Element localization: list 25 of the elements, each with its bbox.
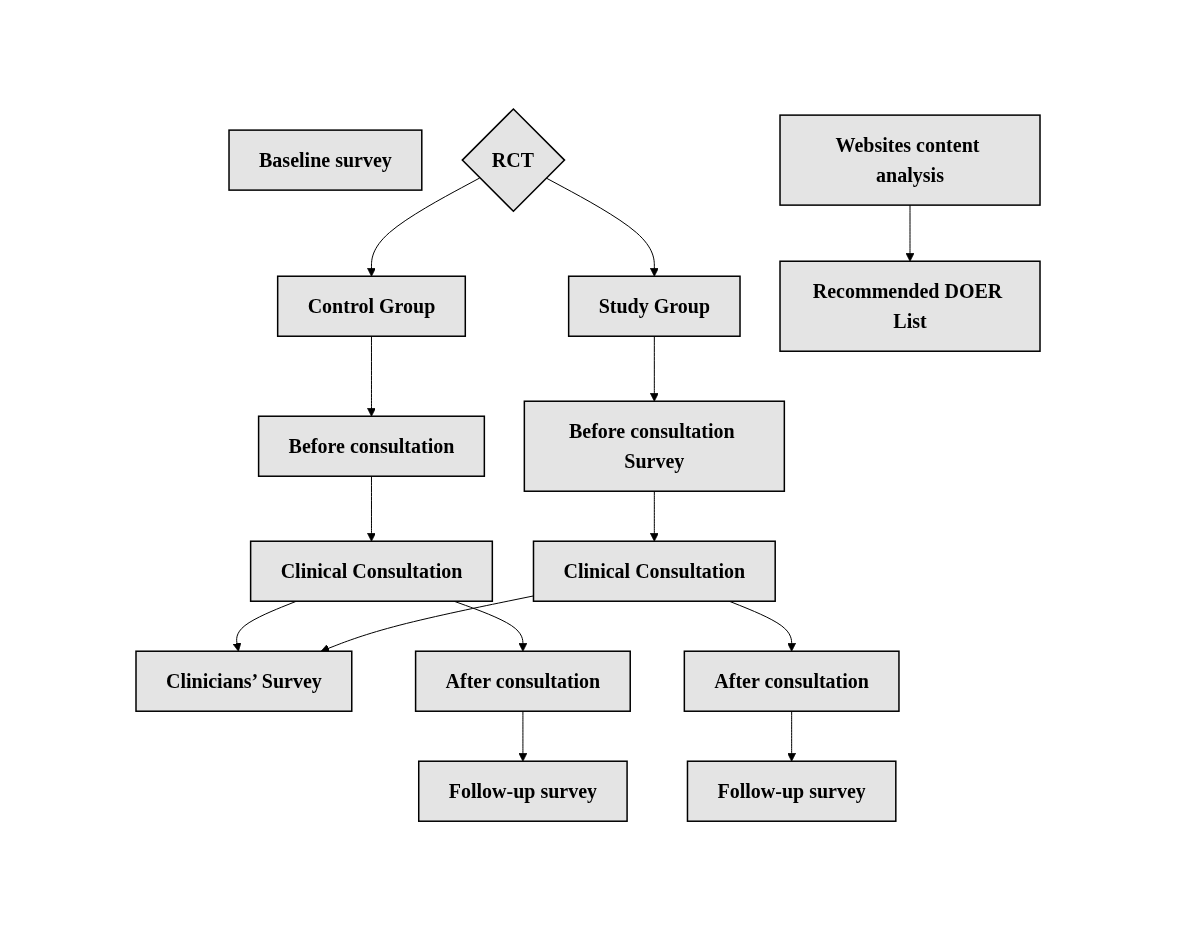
node-box: Follow-up survey [418, 760, 629, 822]
node-box: Websites content analysis [779, 114, 1042, 206]
node-box: Baseline survey [228, 129, 424, 191]
node-box: Before consultation Survey [524, 400, 786, 492]
arrow [367, 335, 377, 417]
node-box: Clinical Consultation [533, 540, 777, 602]
node-box: Clinicians’ Survey [135, 650, 353, 712]
node-box: Before consultation [258, 415, 486, 477]
node-box: After consultation [684, 650, 901, 712]
arrow [650, 490, 660, 542]
node-box: Study Group [568, 275, 742, 337]
arrow [729, 600, 797, 652]
arrow [367, 177, 481, 277]
node-box: Follow-up survey [687, 760, 898, 822]
node-box: Recommended DOER List [779, 260, 1042, 352]
arrow [906, 204, 915, 262]
node-box: After consultation [415, 650, 632, 712]
node-box: Clinical Consultation [250, 540, 494, 602]
arrow [367, 475, 377, 542]
arrow [546, 177, 660, 277]
node-diamond: RCT [461, 107, 567, 213]
arrow [519, 710, 528, 762]
arrow [650, 335, 660, 402]
node-box: Control Group [277, 275, 467, 337]
arrow [787, 710, 797, 762]
